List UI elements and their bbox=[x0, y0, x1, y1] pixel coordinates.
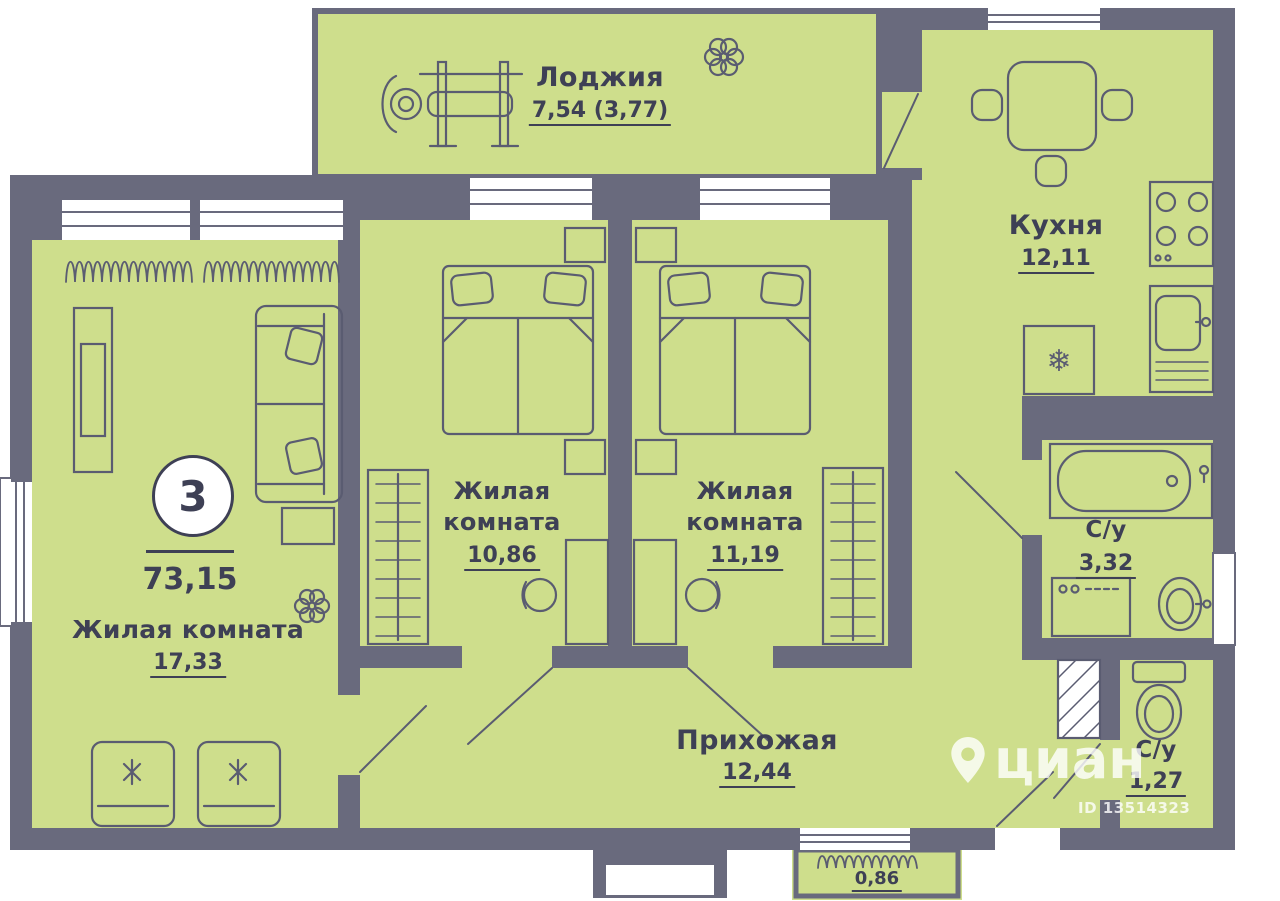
bedroom1-door-swing bbox=[467, 667, 553, 745]
living-door-swing bbox=[359, 705, 427, 773]
bedroom2-area: 11,19 bbox=[707, 543, 783, 571]
thin-walls bbox=[312, 8, 961, 899]
dining-table-set bbox=[970, 60, 1134, 188]
watermark-brand: циан bbox=[994, 728, 1146, 791]
bathroom-label: С/у bbox=[1085, 517, 1127, 543]
exercise-machine bbox=[381, 60, 524, 148]
bedroom2-window bbox=[700, 178, 830, 220]
total-divider-line bbox=[146, 550, 234, 553]
side-table bbox=[280, 506, 336, 546]
living-room-area: 17,33 bbox=[150, 650, 226, 678]
bedroom2-label-line2: комната bbox=[686, 508, 804, 536]
fridge: ❄ bbox=[1022, 324, 1096, 396]
bedroom1-area: 10,86 bbox=[464, 543, 540, 571]
rooms-count-badge: 3 bbox=[152, 455, 234, 537]
windows bbox=[0, 8, 1236, 850]
balcony-area: 0,86 bbox=[851, 868, 903, 892]
watermark: циан bbox=[950, 733, 1146, 787]
bedroom2-furniture bbox=[632, 226, 885, 646]
kitchen-window bbox=[988, 8, 1100, 30]
wc-area: 1,27 bbox=[1125, 769, 1187, 797]
tv-unit bbox=[72, 306, 114, 474]
desk bbox=[521, 538, 610, 646]
living-window-2 bbox=[200, 200, 343, 240]
toilet bbox=[1131, 660, 1187, 741]
bathroom-sink bbox=[1157, 576, 1212, 632]
watermark-pin-icon bbox=[951, 737, 985, 783]
pouf bbox=[563, 438, 607, 476]
washing-machine bbox=[1050, 576, 1132, 638]
bathtub bbox=[1048, 442, 1214, 520]
loggia-area: 7,54 (3,77) bbox=[528, 98, 672, 126]
total-area: 73,15 bbox=[142, 562, 238, 597]
wardrobe bbox=[366, 468, 430, 646]
plant-icon bbox=[703, 37, 745, 77]
watermark-id: ID 13514323 bbox=[1078, 799, 1191, 817]
hallway-area: 12,44 bbox=[719, 760, 795, 788]
bedroom2-label: Жилая комната bbox=[686, 476, 803, 538]
radiator bbox=[65, 260, 193, 283]
loggia-area-value: 7,54 (3,77) bbox=[528, 98, 672, 126]
bedroom2-door-swing bbox=[687, 667, 773, 745]
balcony-radiator bbox=[817, 855, 918, 869]
plant-icon bbox=[293, 588, 331, 624]
living-window-1 bbox=[62, 200, 190, 240]
pouf bbox=[634, 438, 678, 476]
living-room-label: Жилая комната bbox=[71, 615, 305, 644]
living-room-furniture bbox=[65, 260, 344, 828]
wc-area-value: 1,27 bbox=[1125, 769, 1187, 797]
desk bbox=[632, 538, 721, 646]
bathroom-door-swing bbox=[955, 471, 1023, 539]
hallway-label: Прихожая bbox=[676, 725, 838, 756]
wc-door-swing bbox=[1053, 743, 1101, 799]
hallway-area-value: 12,44 bbox=[719, 760, 795, 788]
entry-door-swing bbox=[996, 771, 1054, 827]
balcony-window bbox=[800, 828, 910, 850]
bed bbox=[441, 264, 595, 436]
bedroom1-label: Жилая комната bbox=[443, 476, 560, 538]
bathroom-area: 3,32 bbox=[1075, 551, 1137, 579]
bed bbox=[658, 264, 812, 436]
wc-furniture bbox=[1056, 658, 1187, 741]
bedroom1-area-value: 10,86 bbox=[464, 543, 540, 571]
loggia-furniture bbox=[381, 37, 745, 148]
kitchen-area-value: 12,11 bbox=[1018, 246, 1094, 274]
radiator bbox=[203, 260, 340, 283]
nightstand bbox=[563, 226, 607, 264]
kitchen-furniture: ❄ bbox=[970, 60, 1215, 396]
balcony-area-value: 0,86 bbox=[851, 868, 903, 892]
kitchen-sink bbox=[1148, 284, 1215, 394]
sofa bbox=[254, 304, 344, 504]
door-swings bbox=[359, 93, 1101, 827]
nightstand bbox=[634, 226, 678, 264]
living-room-area-value: 17,33 bbox=[150, 650, 226, 678]
armchair-2 bbox=[196, 740, 282, 828]
stove bbox=[1148, 180, 1215, 268]
kitchen-area: 12,11 bbox=[1018, 246, 1094, 274]
bedroom1-label-line1: Жилая bbox=[453, 477, 551, 505]
kitchen-label: Кухня bbox=[1008, 210, 1104, 241]
loggia-label: Лоджия bbox=[536, 62, 664, 93]
living-side-window bbox=[10, 482, 32, 622]
bedroom1-label-line2: комната bbox=[443, 508, 561, 536]
bathroom-area-value: 3,32 bbox=[1075, 551, 1137, 579]
loggia-door-swing bbox=[883, 93, 919, 169]
wardrobe bbox=[821, 466, 885, 646]
bathroom-furniture bbox=[1048, 442, 1214, 638]
bedroom2-area-value: 11,19 bbox=[707, 543, 783, 571]
bedroom2-label-line1: Жилая bbox=[696, 477, 794, 505]
bedroom1-window bbox=[470, 178, 592, 220]
armchair-1 bbox=[90, 740, 176, 828]
shaft-hatch bbox=[1056, 658, 1102, 740]
entry-opening bbox=[995, 828, 1060, 850]
right-wall-niche bbox=[1212, 552, 1236, 646]
wc-label: С/у bbox=[1135, 737, 1177, 763]
bedroom1-furniture bbox=[366, 226, 610, 646]
snowflake-icon: ❄ bbox=[1046, 344, 1071, 379]
